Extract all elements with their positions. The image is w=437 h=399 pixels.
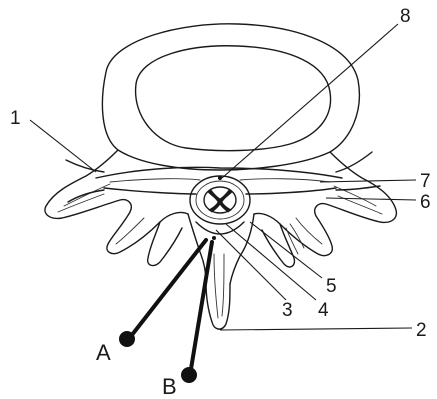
- interlaminar-dot: [212, 236, 216, 240]
- spinous-process: [206, 282, 230, 329]
- right-process-hatching: [296, 186, 382, 244]
- needle-a: [128, 240, 206, 340]
- lamina-left: [188, 214, 206, 282]
- label-a: A: [96, 340, 111, 365]
- leader-3: [216, 230, 286, 300]
- needle-a-hub: [119, 331, 135, 347]
- spinous-process-inner: [214, 254, 224, 318]
- label-8: 8: [400, 6, 411, 27]
- epidural-dot: [218, 176, 222, 180]
- grey-matter: [208, 190, 232, 212]
- right-facet-inner: [286, 224, 304, 254]
- leader-1: [30, 120, 96, 172]
- left-process-hatching: [58, 184, 144, 244]
- right-facet: [262, 224, 294, 267]
- leader-2: [220, 328, 412, 330]
- label-6: 6: [420, 192, 431, 213]
- label-3: 3: [282, 300, 293, 321]
- dural-band-lower: [104, 188, 336, 194]
- label-b: B: [162, 374, 177, 399]
- right-transverse-process: [254, 152, 396, 256]
- label-1: 1: [10, 108, 21, 129]
- label-5: 5: [326, 276, 337, 297]
- leader-6: [326, 198, 416, 200]
- label-7: 7: [420, 171, 431, 192]
- leader-4: [226, 224, 316, 300]
- vertebral-body-inner: [136, 46, 331, 151]
- needle-b-hub: [181, 367, 197, 383]
- label-4: 4: [318, 300, 329, 321]
- label-2: 2: [416, 320, 427, 341]
